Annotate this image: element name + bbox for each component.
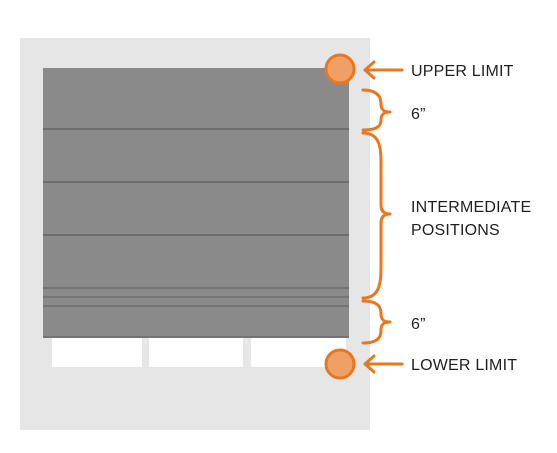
roman-shade xyxy=(43,68,349,338)
upper-limit-arrow xyxy=(363,60,404,80)
intermediate-label-line2: POSITIONS xyxy=(411,222,500,239)
gap-bottom-label: 6” xyxy=(411,316,426,333)
gap-bottom-brace xyxy=(361,299,392,345)
gap-top-label: 6” xyxy=(411,106,426,123)
lower-limit-arrow xyxy=(363,354,404,374)
upper-limit-label: UPPER LIMIT xyxy=(411,63,514,80)
lower-limit-label: LOWER LIMIT xyxy=(411,357,517,374)
window-panes xyxy=(52,337,346,367)
gap-top-brace xyxy=(361,88,392,132)
window-pane xyxy=(149,337,243,367)
intermediate-brace xyxy=(361,131,392,300)
lower-limit-marker xyxy=(324,348,356,380)
intermediate-label-line1: INTERMEDIATE xyxy=(411,199,531,216)
window-pane xyxy=(52,337,142,367)
shade-fabric xyxy=(43,68,349,338)
upper-limit-marker xyxy=(324,53,356,85)
